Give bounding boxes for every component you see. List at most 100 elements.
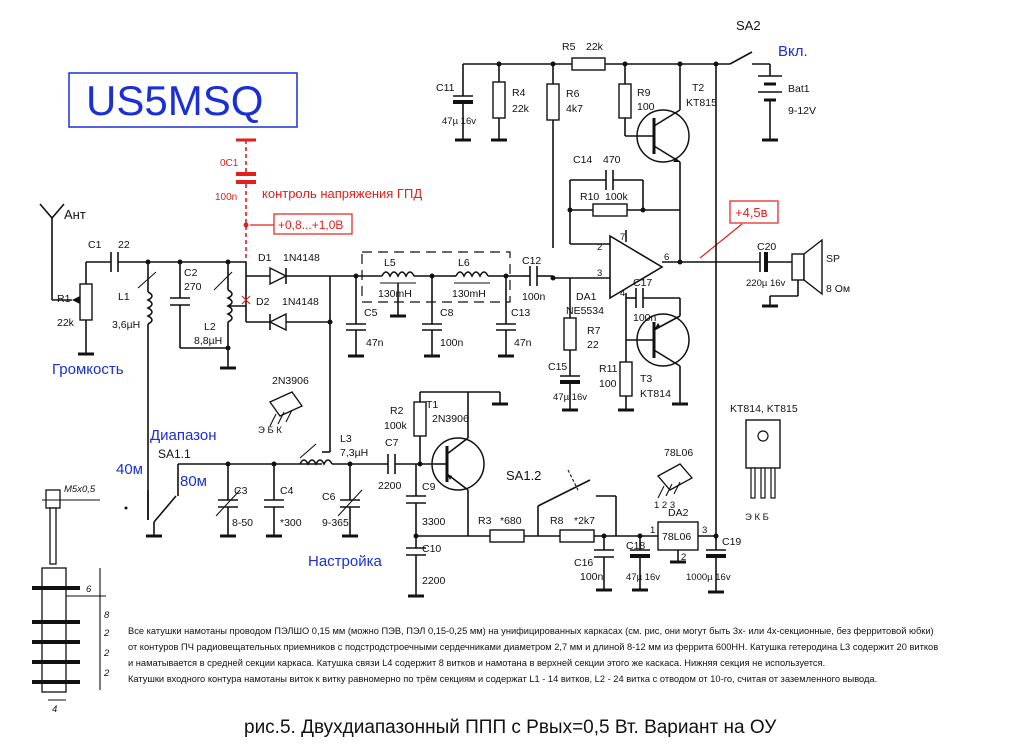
out-voltage-frame bbox=[729, 200, 779, 224]
switch-sa12 bbox=[537, 469, 617, 536]
c14-label: C14 bbox=[573, 154, 592, 166]
r9-value: 100 bbox=[637, 101, 655, 113]
antenna-label: Ант bbox=[64, 207, 86, 222]
capacitor-c7 bbox=[387, 454, 436, 474]
band-80-label: 80м bbox=[180, 473, 207, 490]
resistor-r2 bbox=[413, 391, 508, 467]
resistor-r9 bbox=[618, 64, 632, 136]
capacitor-c17 bbox=[626, 288, 680, 308]
capacitor-c13 bbox=[496, 273, 516, 358]
da1-pin6: 6 bbox=[664, 252, 669, 263]
logo-frame bbox=[68, 72, 298, 128]
c7-value: 2200 bbox=[378, 480, 402, 492]
c15-value: 47µ 16v bbox=[553, 392, 587, 403]
switch-sa11 bbox=[124, 463, 322, 538]
voltage-frame bbox=[273, 213, 353, 235]
c8-label: C8 bbox=[440, 307, 454, 319]
c12-value: 100n bbox=[522, 291, 546, 303]
da1-pin4: 4 bbox=[620, 288, 625, 299]
capacitor-c1 bbox=[86, 252, 246, 272]
c3-value: 8-50 bbox=[232, 517, 253, 529]
probe-point-cross bbox=[241, 295, 251, 305]
volume-label: Громкость bbox=[52, 361, 124, 378]
bat1-value: 9-12V bbox=[788, 105, 816, 117]
l3-label: L3 bbox=[340, 433, 352, 445]
c13-label: C13 bbox=[511, 307, 530, 319]
band-40-label: 40м bbox=[116, 461, 143, 478]
t3-value: KT814 bbox=[640, 388, 671, 400]
r3-value: *680 bbox=[500, 515, 522, 527]
resistor-r10 bbox=[567, 180, 680, 244]
c2-label: C2 bbox=[184, 267, 198, 279]
capacitor-c2 bbox=[170, 262, 228, 349]
diode-d1 bbox=[245, 262, 330, 322]
resistor-r5 bbox=[571, 57, 606, 71]
capacitor-c15 bbox=[560, 375, 580, 412]
t2-label: T2 bbox=[692, 82, 704, 94]
c16-label: C16 bbox=[574, 557, 593, 569]
c10-value: 2200 bbox=[422, 575, 446, 587]
logo-text: US5MSQ bbox=[86, 77, 263, 124]
t1-value: 2N3906 bbox=[432, 413, 469, 425]
c4-label: C4 bbox=[280, 485, 294, 497]
coil-dim-4: 4 bbox=[52, 704, 57, 715]
resistor-r4 bbox=[491, 64, 507, 142]
t2-value: KT815 bbox=[686, 97, 717, 109]
l3-value: 7,3µH bbox=[340, 447, 368, 459]
r4-label: R4 bbox=[512, 87, 526, 99]
note-line-3: и наматывается в средней секции каркаса.… bbox=[128, 658, 825, 668]
c11-value: 47µ 16v bbox=[442, 116, 476, 127]
c17-value: 100n bbox=[633, 312, 657, 324]
r10-label: R10 bbox=[580, 191, 599, 203]
coil-dim-s3: 2 bbox=[103, 668, 110, 679]
l5-label: L5 bbox=[384, 257, 396, 269]
voltage-label: +0,8...+1,0В bbox=[278, 218, 343, 232]
resistor-r8 bbox=[559, 529, 640, 543]
capacitor-c12 bbox=[522, 266, 556, 286]
resistor-r3 bbox=[489, 529, 560, 543]
sa2-label: SA2 bbox=[736, 18, 761, 33]
r6-label: R6 bbox=[566, 88, 580, 100]
c19-value: 1000µ 16v bbox=[686, 572, 731, 583]
d1-value: 1N4148 bbox=[283, 252, 320, 264]
test-cap-label: 0C1 bbox=[220, 158, 239, 169]
da2-pin2: 2 bbox=[681, 552, 686, 563]
transistor-t1 bbox=[431, 392, 485, 536]
out-voltage-arrow bbox=[699, 223, 743, 259]
coil-former-drawing bbox=[32, 489, 106, 701]
r3-label: R3 bbox=[478, 515, 492, 527]
c2-value: 270 bbox=[184, 281, 202, 293]
pkg-78l06-label: 78L06 bbox=[664, 447, 693, 459]
r5-label: R5 bbox=[562, 41, 576, 53]
regulator-da2 bbox=[640, 521, 719, 564]
r11-label: R11 bbox=[599, 363, 618, 375]
capacitor-c16 bbox=[594, 536, 614, 592]
pkg-78l06-pins: 1 2 3 bbox=[654, 500, 675, 511]
c15-label: C15 bbox=[548, 361, 567, 373]
da2-pin3: 3 bbox=[702, 525, 707, 536]
c16-value: 100n bbox=[580, 571, 604, 583]
pkg-2n3906-label: 2N3906 bbox=[272, 375, 309, 387]
transistor-t3 bbox=[626, 298, 690, 406]
d2-label: D2 bbox=[256, 296, 270, 308]
c1-value: 22 bbox=[118, 239, 130, 251]
r7-label: R7 bbox=[587, 325, 601, 337]
c14-value: 470 bbox=[603, 154, 621, 166]
note-line-1: Все катушки намотаны проводом ПЭЛШО 0,15… bbox=[128, 626, 934, 636]
battery-bat1 bbox=[758, 75, 782, 142]
transistor-t2 bbox=[625, 64, 690, 262]
r10-value: 100k bbox=[605, 191, 629, 203]
capacitor-c4 bbox=[264, 461, 284, 538]
t1-label: T1 bbox=[426, 399, 438, 411]
c13-value: 47n bbox=[514, 337, 532, 349]
power-rail bbox=[463, 51, 771, 76]
capacitor-c5 bbox=[346, 273, 366, 358]
r11-value: 100 bbox=[599, 378, 617, 390]
r2-value: 100k bbox=[384, 420, 408, 432]
c18-label: C18 bbox=[626, 540, 645, 552]
c8-value: 100n bbox=[440, 337, 464, 349]
capacitor-c6 bbox=[337, 461, 363, 538]
da1-pin7: 7 bbox=[620, 232, 625, 243]
capacitor-c20 bbox=[716, 252, 792, 272]
antenna bbox=[39, 203, 72, 301]
